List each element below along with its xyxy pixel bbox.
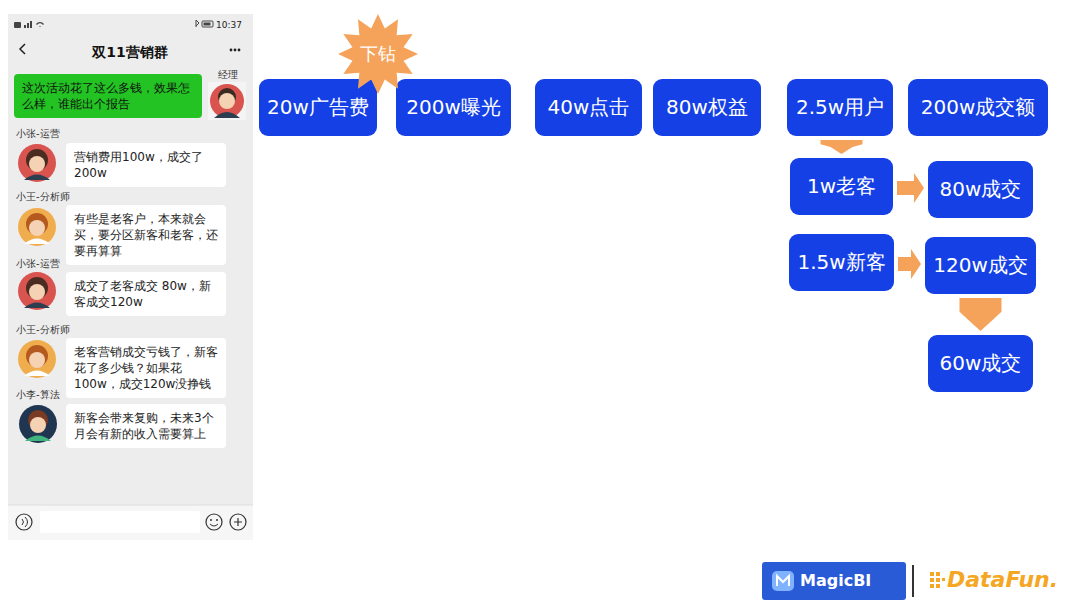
metric-box: 1w老客 bbox=[790, 158, 893, 215]
magicbi-logo bbox=[762, 562, 906, 600]
flow-arrow bbox=[897, 173, 924, 203]
metric-text: 1.5w新客 bbox=[797, 249, 885, 276]
metric-box: 60w成交 bbox=[928, 335, 1033, 392]
sender-name: 小张-运营 bbox=[16, 128, 60, 140]
metric-text: 80w权益 bbox=[666, 94, 748, 121]
avatar bbox=[18, 272, 56, 310]
metric-text: 200w成交额 bbox=[921, 94, 1036, 121]
metric-text: 80w成交 bbox=[940, 176, 1022, 203]
avatar bbox=[19, 405, 57, 443]
message-text: 成交了老客成交 80w，新客成交120w bbox=[74, 278, 218, 310]
message-text: 有些是老客户，本来就会买，要分区新客和老客，还要再算算 bbox=[74, 211, 218, 259]
sender-name: 小王-分析师 bbox=[16, 191, 70, 203]
arrow-shape bbox=[821, 140, 863, 154]
chat-bubble: 小李-算法新客会带来复购，未来3个月会有新的收入需要算上 bbox=[66, 404, 226, 448]
chat-bubble: 小王-分析师老客营销成交亏钱了，新客花了多少钱？如果花100w，成交120w没挣… bbox=[66, 338, 226, 398]
message-text: 新客会带来复购，未来3个月会有新的收入需要算上 bbox=[74, 410, 218, 442]
message-text: 老客营销成交亏钱了，新客花了多少钱？如果花100w，成交120w没挣钱 bbox=[74, 344, 218, 392]
logo-text: DataFun. bbox=[947, 567, 1058, 593]
arrow-shape bbox=[960, 298, 1002, 331]
metric-text: 2.5w用户 bbox=[796, 94, 884, 121]
chat-bubble: 经理这次活动花了这么多钱，效果怎么样，谁能出个报告 bbox=[14, 74, 202, 118]
flow-arrow bbox=[898, 249, 921, 279]
chat-bubble: 小张-运营成交了老客成交 80w，新客成交120w bbox=[66, 272, 226, 316]
datafun-dots bbox=[930, 572, 945, 588]
message-text: 营销费用100w，成交了200w bbox=[74, 149, 218, 181]
status-time: 10:37 bbox=[216, 20, 242, 31]
sender-name: 小王-分析师 bbox=[16, 324, 70, 336]
metric-text: 20w广告费 bbox=[267, 94, 369, 121]
sender-name: 经理 bbox=[218, 69, 238, 81]
status-icons bbox=[14, 20, 213, 28]
phone-screen bbox=[8, 14, 253, 540]
chat-bubble: 小王-分析师有些是老客户，本来就会买，要分区新客和老客，还要再算算 bbox=[66, 205, 226, 265]
drilldown-star: 下钻 bbox=[338, 14, 418, 94]
logo-divider bbox=[912, 565, 914, 597]
metric-box: 1.5w新客 bbox=[789, 234, 894, 291]
metric-box: 200w成交额 bbox=[908, 79, 1048, 136]
metric-box: 40w点击 bbox=[535, 79, 642, 136]
metric-text: 120w成交 bbox=[933, 252, 1028, 279]
metric-box: 2.5w用户 bbox=[787, 79, 893, 136]
sender-name: 小张-运营 bbox=[16, 258, 60, 270]
logo-text: MagicBI bbox=[800, 571, 871, 590]
arrow-shape bbox=[898, 249, 921, 279]
avatar bbox=[18, 340, 56, 378]
avatar bbox=[208, 82, 246, 120]
more-dots bbox=[230, 49, 241, 52]
avatar bbox=[18, 144, 56, 182]
back-chevron bbox=[20, 44, 25, 54]
metric-box: 80w成交 bbox=[928, 161, 1033, 218]
metric-box: 80w权益 bbox=[653, 79, 761, 136]
input-bar bbox=[8, 505, 253, 540]
chat-bubble: 小张-运营营销费用100w，成交了200w bbox=[66, 143, 226, 187]
metric-box: 120w成交 bbox=[925, 237, 1036, 294]
metric-text: 200w曝光 bbox=[406, 94, 501, 121]
sender-name: 小李-算法 bbox=[16, 389, 60, 401]
metric-text: 1w老客 bbox=[807, 173, 876, 200]
flow-arrow bbox=[960, 298, 1002, 331]
avatar bbox=[18, 208, 56, 246]
metric-text: 60w成交 bbox=[940, 350, 1022, 377]
metric-text: 40w点击 bbox=[548, 94, 630, 121]
metric-box: 200w曝光 bbox=[396, 79, 511, 136]
message-text: 这次活动花了这么多钱，效果怎么样，谁能出个报告 bbox=[22, 80, 194, 112]
flow-arrow bbox=[821, 140, 863, 154]
star-text: 下钻 bbox=[360, 42, 396, 66]
arrow-shape bbox=[897, 173, 924, 203]
chat-title: 双11营销群 bbox=[92, 44, 167, 61]
